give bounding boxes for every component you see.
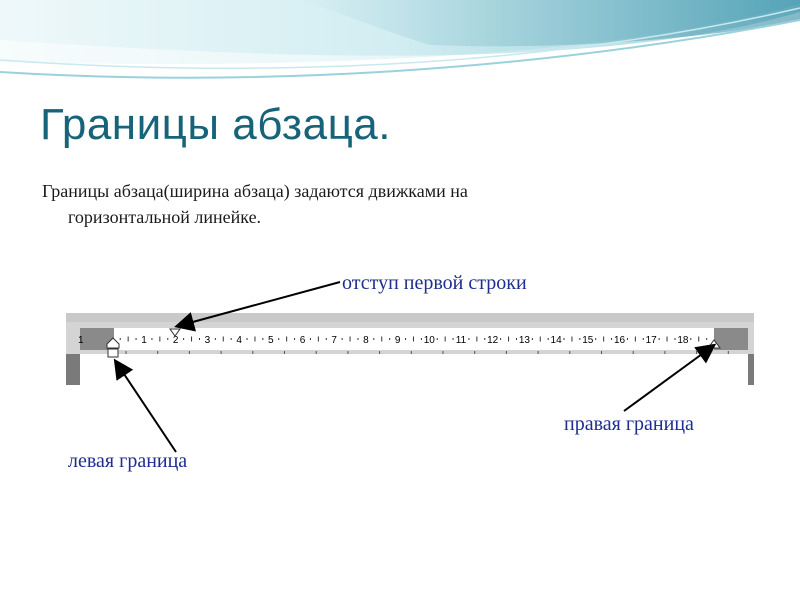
ruler-tick-label: 18 <box>677 335 689 346</box>
ruler-tick-label: 8 <box>363 335 369 346</box>
ruler-tick-label: 15 <box>582 335 594 346</box>
label-left-border: левая граница <box>68 450 188 472</box>
ruler-tick-label: 14 <box>551 335 563 346</box>
ruler-tick-label: 3 <box>205 335 211 346</box>
label-right-border: правая граница <box>564 413 694 435</box>
ruler-tick-label: 16 <box>614 335 626 346</box>
body-line-2: горизонтальной линейке. <box>68 207 262 227</box>
ruler-tick-label: 12 <box>487 335 499 346</box>
ruler-start-label: 1 <box>78 335 84 346</box>
ruler-tick-label: 17 <box>646 335 658 346</box>
ruler-left-margin <box>80 328 114 350</box>
ruler-right-margin <box>714 328 748 350</box>
slide-body-text: Границы абзаца(ширина абзаца) задаются д… <box>42 178 662 230</box>
ruler-tick-label: 6 <box>300 335 306 346</box>
ruler-tick-label: 7 <box>331 335 337 346</box>
ruler-tick-label: 13 <box>519 335 531 346</box>
ruler-text-area <box>114 328 714 350</box>
slide-title: Границы абзаца. <box>40 100 391 149</box>
ruler-tick-label: 10 <box>424 335 436 346</box>
ruler-tick-label: 2 <box>173 335 179 346</box>
ruler-tick-label: 5 <box>268 335 274 346</box>
ruler-tick-label: 4 <box>236 335 242 346</box>
left-indent-box[interactable] <box>107 348 119 358</box>
body-line-1: Границы абзаца(ширина абзаца) задаются д… <box>42 181 468 201</box>
ruler-tick-label: 11 <box>456 335 467 346</box>
ruler-tick-label: 9 <box>395 335 401 346</box>
header-wave-decoration <box>0 0 800 79</box>
label-first-line-indent: отступ первой строки <box>342 272 527 294</box>
ruler-tick-label: 1 <box>141 335 147 346</box>
left-indent-marker[interactable] <box>106 337 120 349</box>
